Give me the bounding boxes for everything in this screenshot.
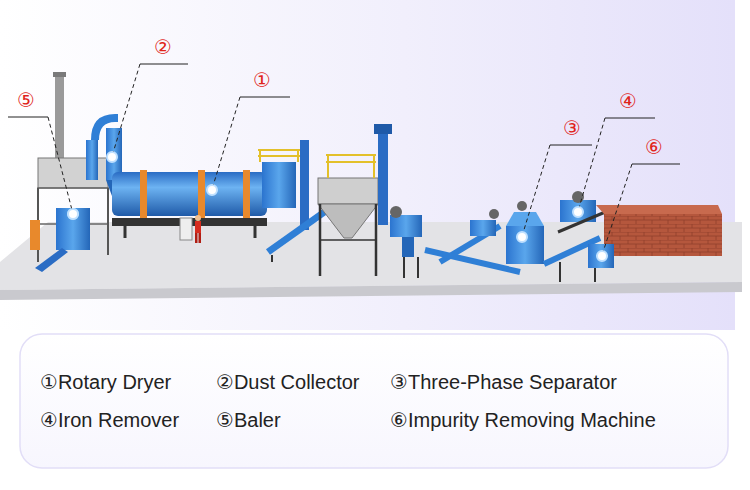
part-name: ②Dust Collector <box>216 370 360 394</box>
part-name: ④Iron Remover <box>40 408 179 432</box>
callout-number: ③ <box>563 117 581 139</box>
part-name: ③Three-Phase Separator <box>390 370 617 394</box>
leader-lines <box>8 64 680 252</box>
leader-dots <box>68 152 607 261</box>
callout-number: ⑥ <box>645 136 663 158</box>
callout-number: ⑤ <box>17 89 35 111</box>
part-name: ⑥Impurity Removing Machine <box>390 408 656 432</box>
callout-number: ② <box>154 36 172 58</box>
key-panel <box>20 334 728 468</box>
callout-number: ① <box>253 69 271 91</box>
part-name: ①Rotary Dryer <box>40 370 171 394</box>
callout-number: ④ <box>619 90 637 112</box>
part-name: ⑤Baler <box>216 408 281 432</box>
